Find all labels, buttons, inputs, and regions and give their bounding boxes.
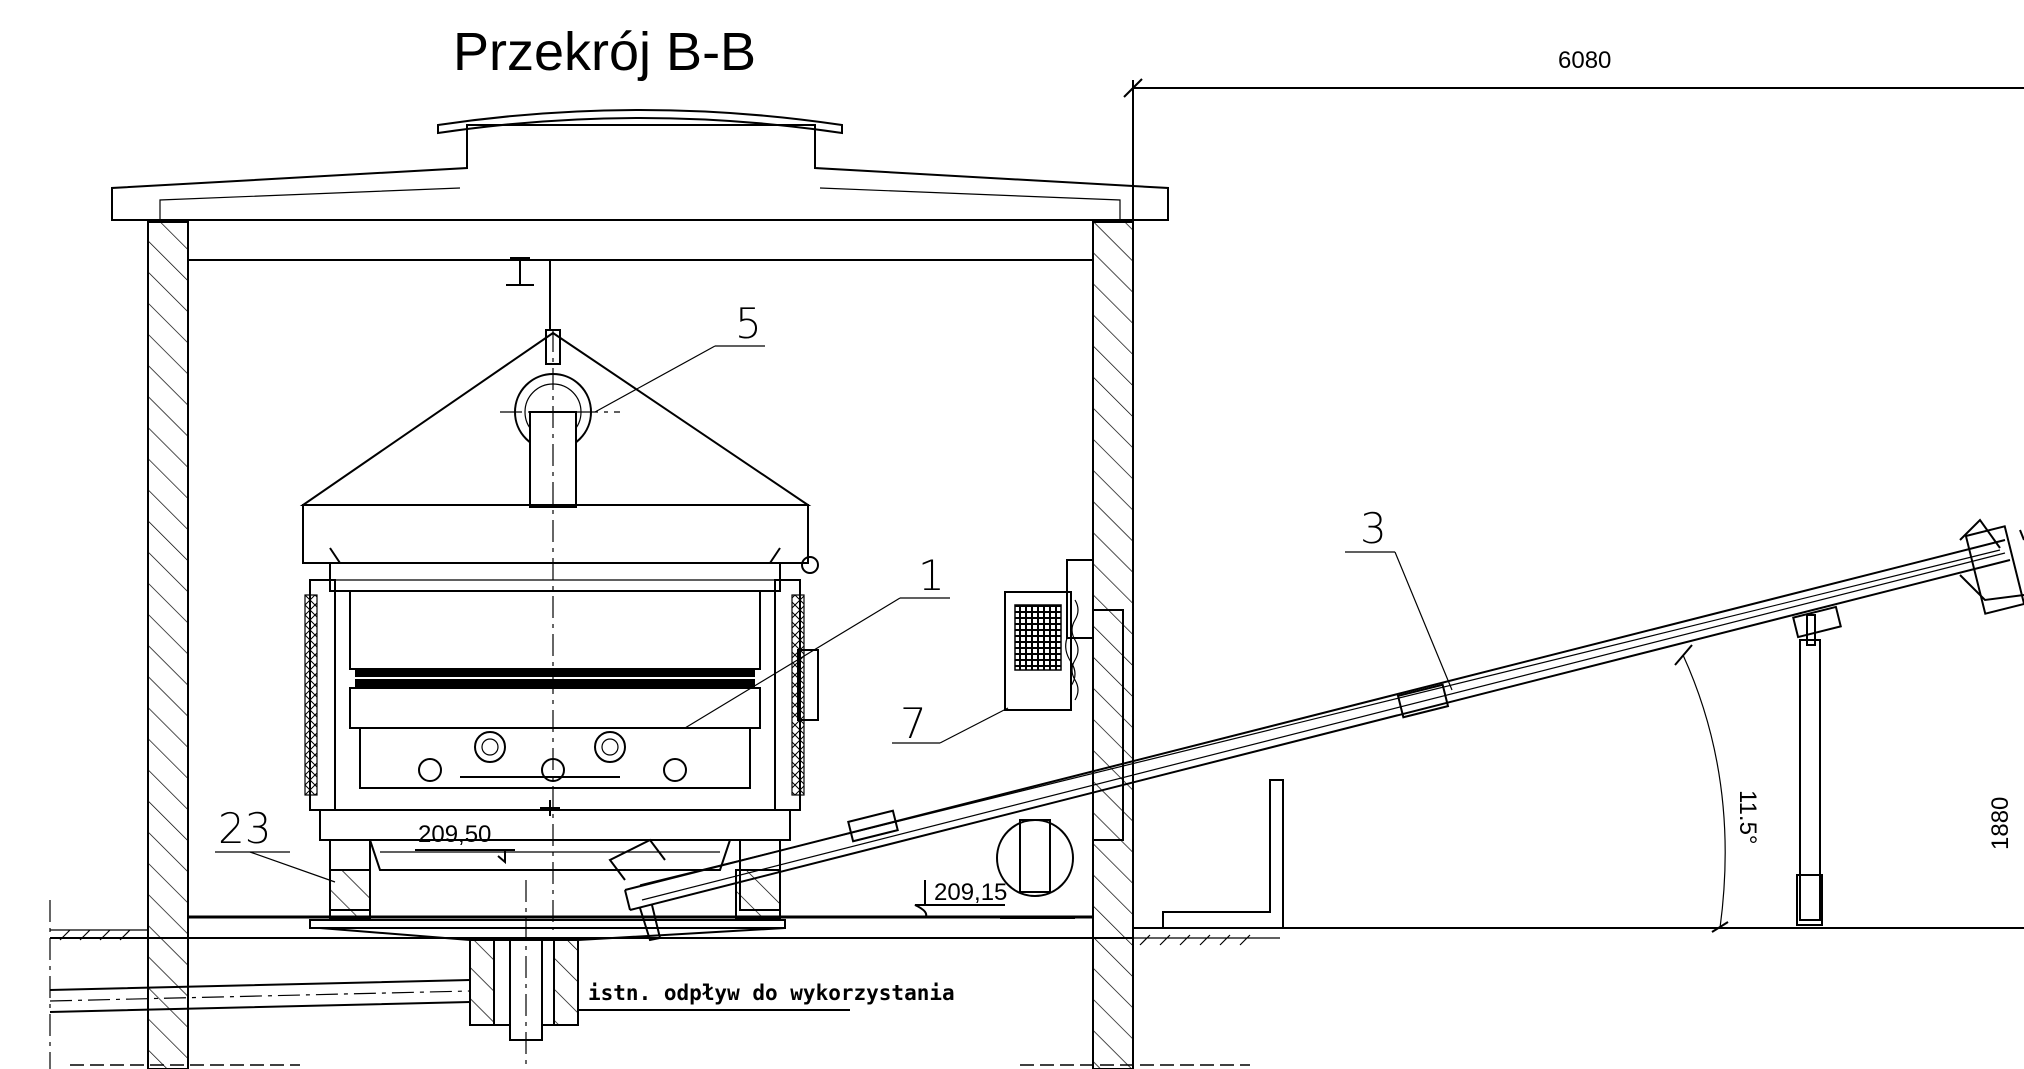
elevation-left: 209,50 [415, 821, 515, 865]
label-3-text: 3 [1360, 504, 1387, 553]
elevation-right-text: 209,15 [934, 879, 1007, 906]
dim-height-text: 1880 [1987, 797, 2014, 850]
right-wall [1092, 221, 1134, 1069]
hood [299, 331, 812, 564]
label-5: 5 [594, 299, 765, 413]
label-23-text: 23 [218, 804, 271, 853]
label-23: 23 [215, 804, 336, 883]
dim-width-text: 6080 [1558, 47, 1611, 74]
elevation-right: 209,15 [914, 879, 1007, 919]
floor [49, 779, 2024, 1069]
label-3: 3 [1345, 504, 1453, 691]
supports [309, 869, 786, 941]
elevation-left-text: 209,50 [418, 821, 491, 848]
section-title: Przekrój B-B [453, 22, 756, 82]
hoist [506, 257, 561, 365]
drain-note: istn. odpływ do wykorzystania [588, 981, 955, 1005]
drain-pipe: istn. odpływ do wykorzystania [49, 880, 955, 1069]
screen-machine [304, 547, 819, 911]
inclined-conveyor [608, 518, 2024, 942]
label-1: 1 [684, 551, 950, 729]
angle-dimension: 11.5° [1674, 644, 1761, 933]
conveyor-support [1790, 614, 1830, 929]
blower-unit [996, 559, 1124, 919]
label-1-text: 1 [918, 551, 945, 600]
angle-text: 11.5° [1734, 790, 1761, 845]
left-wall [147, 221, 189, 1069]
roof [111, 109, 1169, 221]
dim-6080: 6080 [1123, 47, 2024, 222]
label-5-text: 5 [735, 299, 762, 348]
label-7: 7 [892, 699, 1009, 748]
label-7-text: 7 [900, 699, 927, 748]
